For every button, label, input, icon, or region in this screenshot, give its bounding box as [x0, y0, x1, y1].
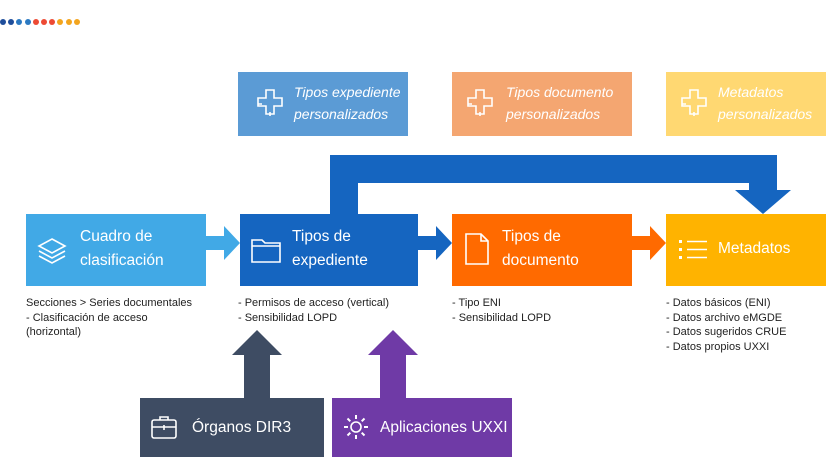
main-box-line1: Cuadro de: [80, 228, 153, 245]
custom-box-line2: personalizados: [506, 106, 601, 122]
bottom-box-label: Aplicaciones UXXI: [380, 419, 508, 436]
description-metadatos: - Datos básicos (ENI) - Datos archivo eM…: [666, 297, 787, 353]
gear-icon: [344, 415, 368, 439]
header-dots: [0, 12, 82, 25]
custom-box-line1: Metadatos: [718, 84, 784, 100]
arrow-aplicaciones-up: [368, 330, 418, 398]
arrow-documento-metadatos: [632, 226, 666, 260]
main-box-tipos-expediente: Tipos de expediente: [240, 214, 418, 286]
puzzle-plus-icon: [681, 89, 707, 116]
bottom-box-label: Órganos DIR3: [192, 419, 292, 436]
main-box-line2: clasificación: [80, 252, 164, 269]
puzzle-plus-icon: [257, 89, 283, 116]
header-dot: [49, 19, 56, 25]
bottom-box-organos-dir3: Órganos DIR3: [140, 398, 324, 457]
header-dot: [8, 19, 15, 25]
header-dot: [57, 19, 64, 25]
briefcase-icon: [151, 416, 177, 439]
folder-icon: [251, 239, 281, 263]
bottom-box-aplicaciones-uxxi: Aplicaciones UXXI: [332, 398, 512, 457]
custom-box-line2: personalizados: [718, 106, 813, 122]
custom-box-metadatos: Metadatos personalizados: [666, 72, 826, 136]
arrow-organos-up: [232, 330, 282, 398]
main-box-cuadro-clasificacion: Cuadro de clasificación: [26, 214, 206, 286]
custom-box-line1: Tipos documento: [506, 84, 614, 100]
arrow-expediente-documento: [418, 226, 452, 260]
custom-box-tipos-expediente: Tipos expediente personalizados: [238, 72, 408, 136]
header-dot: [65, 19, 72, 25]
top-connector-arrow: [330, 155, 791, 214]
document-icon: [465, 233, 489, 265]
custom-box-line1: Tipos expediente: [294, 84, 401, 100]
custom-box-tipos-documento: Tipos documento personalizados: [452, 72, 632, 136]
main-box-tipos-documento: Tipos de documento: [452, 214, 632, 286]
list-icon: [679, 240, 707, 259]
header-dot: [16, 19, 23, 25]
custom-box-line2: personalizados: [294, 106, 389, 122]
header-dot: [40, 19, 47, 25]
header-dot: [24, 19, 31, 25]
main-box-line2: expediente: [292, 252, 368, 269]
main-box-metadatos: Metadatos: [666, 214, 826, 286]
puzzle-plus-icon: [467, 89, 493, 116]
header-dot: [73, 19, 80, 25]
arrow-clasificacion-expediente: [206, 226, 240, 260]
main-box-line1: Tipos de: [502, 228, 561, 245]
main-box-line1: Metadatos: [718, 240, 791, 257]
main-box-line1: Tipos de: [292, 228, 351, 245]
main-box-line2: documento: [502, 252, 579, 269]
description-expediente: - Permisos de acceso (vertical) - Sensib…: [238, 297, 389, 324]
header-dot: [32, 19, 39, 25]
header-dot: [0, 19, 6, 25]
layers-icon: [37, 238, 67, 264]
description-documento: - Tipo ENI - Sensibilidad LOPD: [452, 297, 552, 324]
description-clasificacion: Secciones > Series documentales - Clasif…: [26, 297, 193, 338]
